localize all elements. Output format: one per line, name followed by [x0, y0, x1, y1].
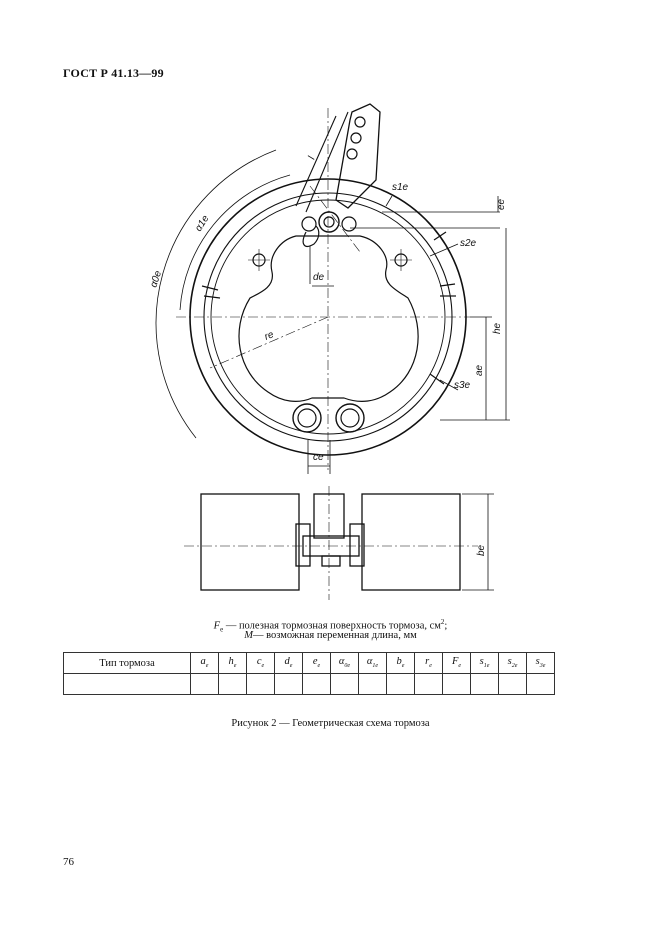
header-brake-type: Тип тормоза: [63, 652, 191, 674]
label-e-e: eе: [496, 198, 507, 210]
brake-lever: [335, 103, 381, 209]
label-r-e: rе: [263, 329, 276, 343]
legend-fe-symbol: F: [213, 620, 221, 632]
header-r-e: re: [414, 652, 443, 674]
label-a-e: aе: [474, 364, 485, 376]
header-alpha-0e: α0e: [330, 652, 359, 674]
label-s-3e: s3е: [454, 380, 471, 391]
alpha-0e-arc: [155, 149, 277, 439]
table-cell: [358, 673, 387, 695]
legend-fe-sup: 2: [440, 618, 445, 626]
header-s-1e: s1e: [470, 652, 499, 674]
header-e-e: ee: [302, 652, 331, 674]
header-h-e: he: [218, 652, 247, 674]
legend-fe-end: ;: [444, 620, 448, 632]
header-d-e: de: [274, 652, 303, 674]
parameters-table: Тип тормоза ae he ce de ee α0e α1e be re…: [63, 652, 555, 695]
page-number: 76: [63, 856, 74, 868]
table-cell: [442, 673, 471, 695]
label-d-e: dе: [313, 272, 325, 283]
table-row: [63, 673, 555, 695]
label-b-e: bе: [476, 544, 487, 556]
table-cell: [386, 673, 415, 695]
alpha-1e-arc: [179, 174, 291, 311]
anchor-pin-left: [292, 403, 322, 433]
header-s-3e: s3e: [526, 652, 555, 674]
table-cell: [470, 673, 499, 695]
legend-line-fe: Fe — полезная тормозная поверхность торм…: [0, 616, 661, 637]
table-header-row: Тип тормоза ae he ce de ee α0e α1e be re…: [63, 652, 555, 674]
brake-geometry-drawing: α0е α1е rе dе s1е s2е s3е eе hе aе cе bе…: [148, 103, 510, 600]
document-header: ГОСТ Р 41.13—99: [63, 66, 164, 80]
label-c-e: cе: [313, 452, 324, 463]
label-s-1e: s1е: [392, 182, 409, 193]
anchor-pin-right: [335, 403, 365, 433]
header-b-e: be: [386, 652, 415, 674]
table-cell: [526, 673, 555, 695]
header-a-e: ae: [190, 652, 219, 674]
table-cell: [218, 673, 247, 695]
legend-m-text: — возможная переменная длина, мм: [253, 630, 417, 641]
legend-fe-text: — полезная тормозная поверхность тормоза…: [223, 620, 441, 632]
shoe-section-right: [361, 493, 461, 591]
figure-caption: Рисунок 2 — Геометрическая схема тормоза: [231, 718, 430, 729]
header-alpha-1e: α1e: [358, 652, 387, 674]
label-l: l: [306, 154, 317, 161]
table-cell: [302, 673, 331, 695]
header-c-e: ce: [246, 652, 275, 674]
label-s-2e: s2е: [460, 238, 477, 249]
shoe-inner-contour: [238, 235, 419, 402]
table-cell: [63, 673, 191, 695]
table-cell: [498, 673, 527, 695]
legend-m-symbol: M: [244, 630, 253, 641]
table-cell: [190, 673, 219, 695]
header-f-e: Fe: [442, 652, 471, 674]
table-cell: [246, 673, 275, 695]
label-h-e: hе: [492, 322, 503, 334]
shoe-section-left: [200, 493, 300, 591]
cam-center: [318, 211, 340, 233]
legend-line-m: M— возможная переменная длина, мм: [0, 629, 661, 642]
table-cell: [330, 673, 359, 695]
table-cell: [274, 673, 303, 695]
label-alpha-0e: α0е: [148, 269, 164, 289]
header-s-2e: s2e: [498, 652, 527, 674]
table-cell: [414, 673, 443, 695]
legend-fe-sub: e: [220, 625, 224, 634]
